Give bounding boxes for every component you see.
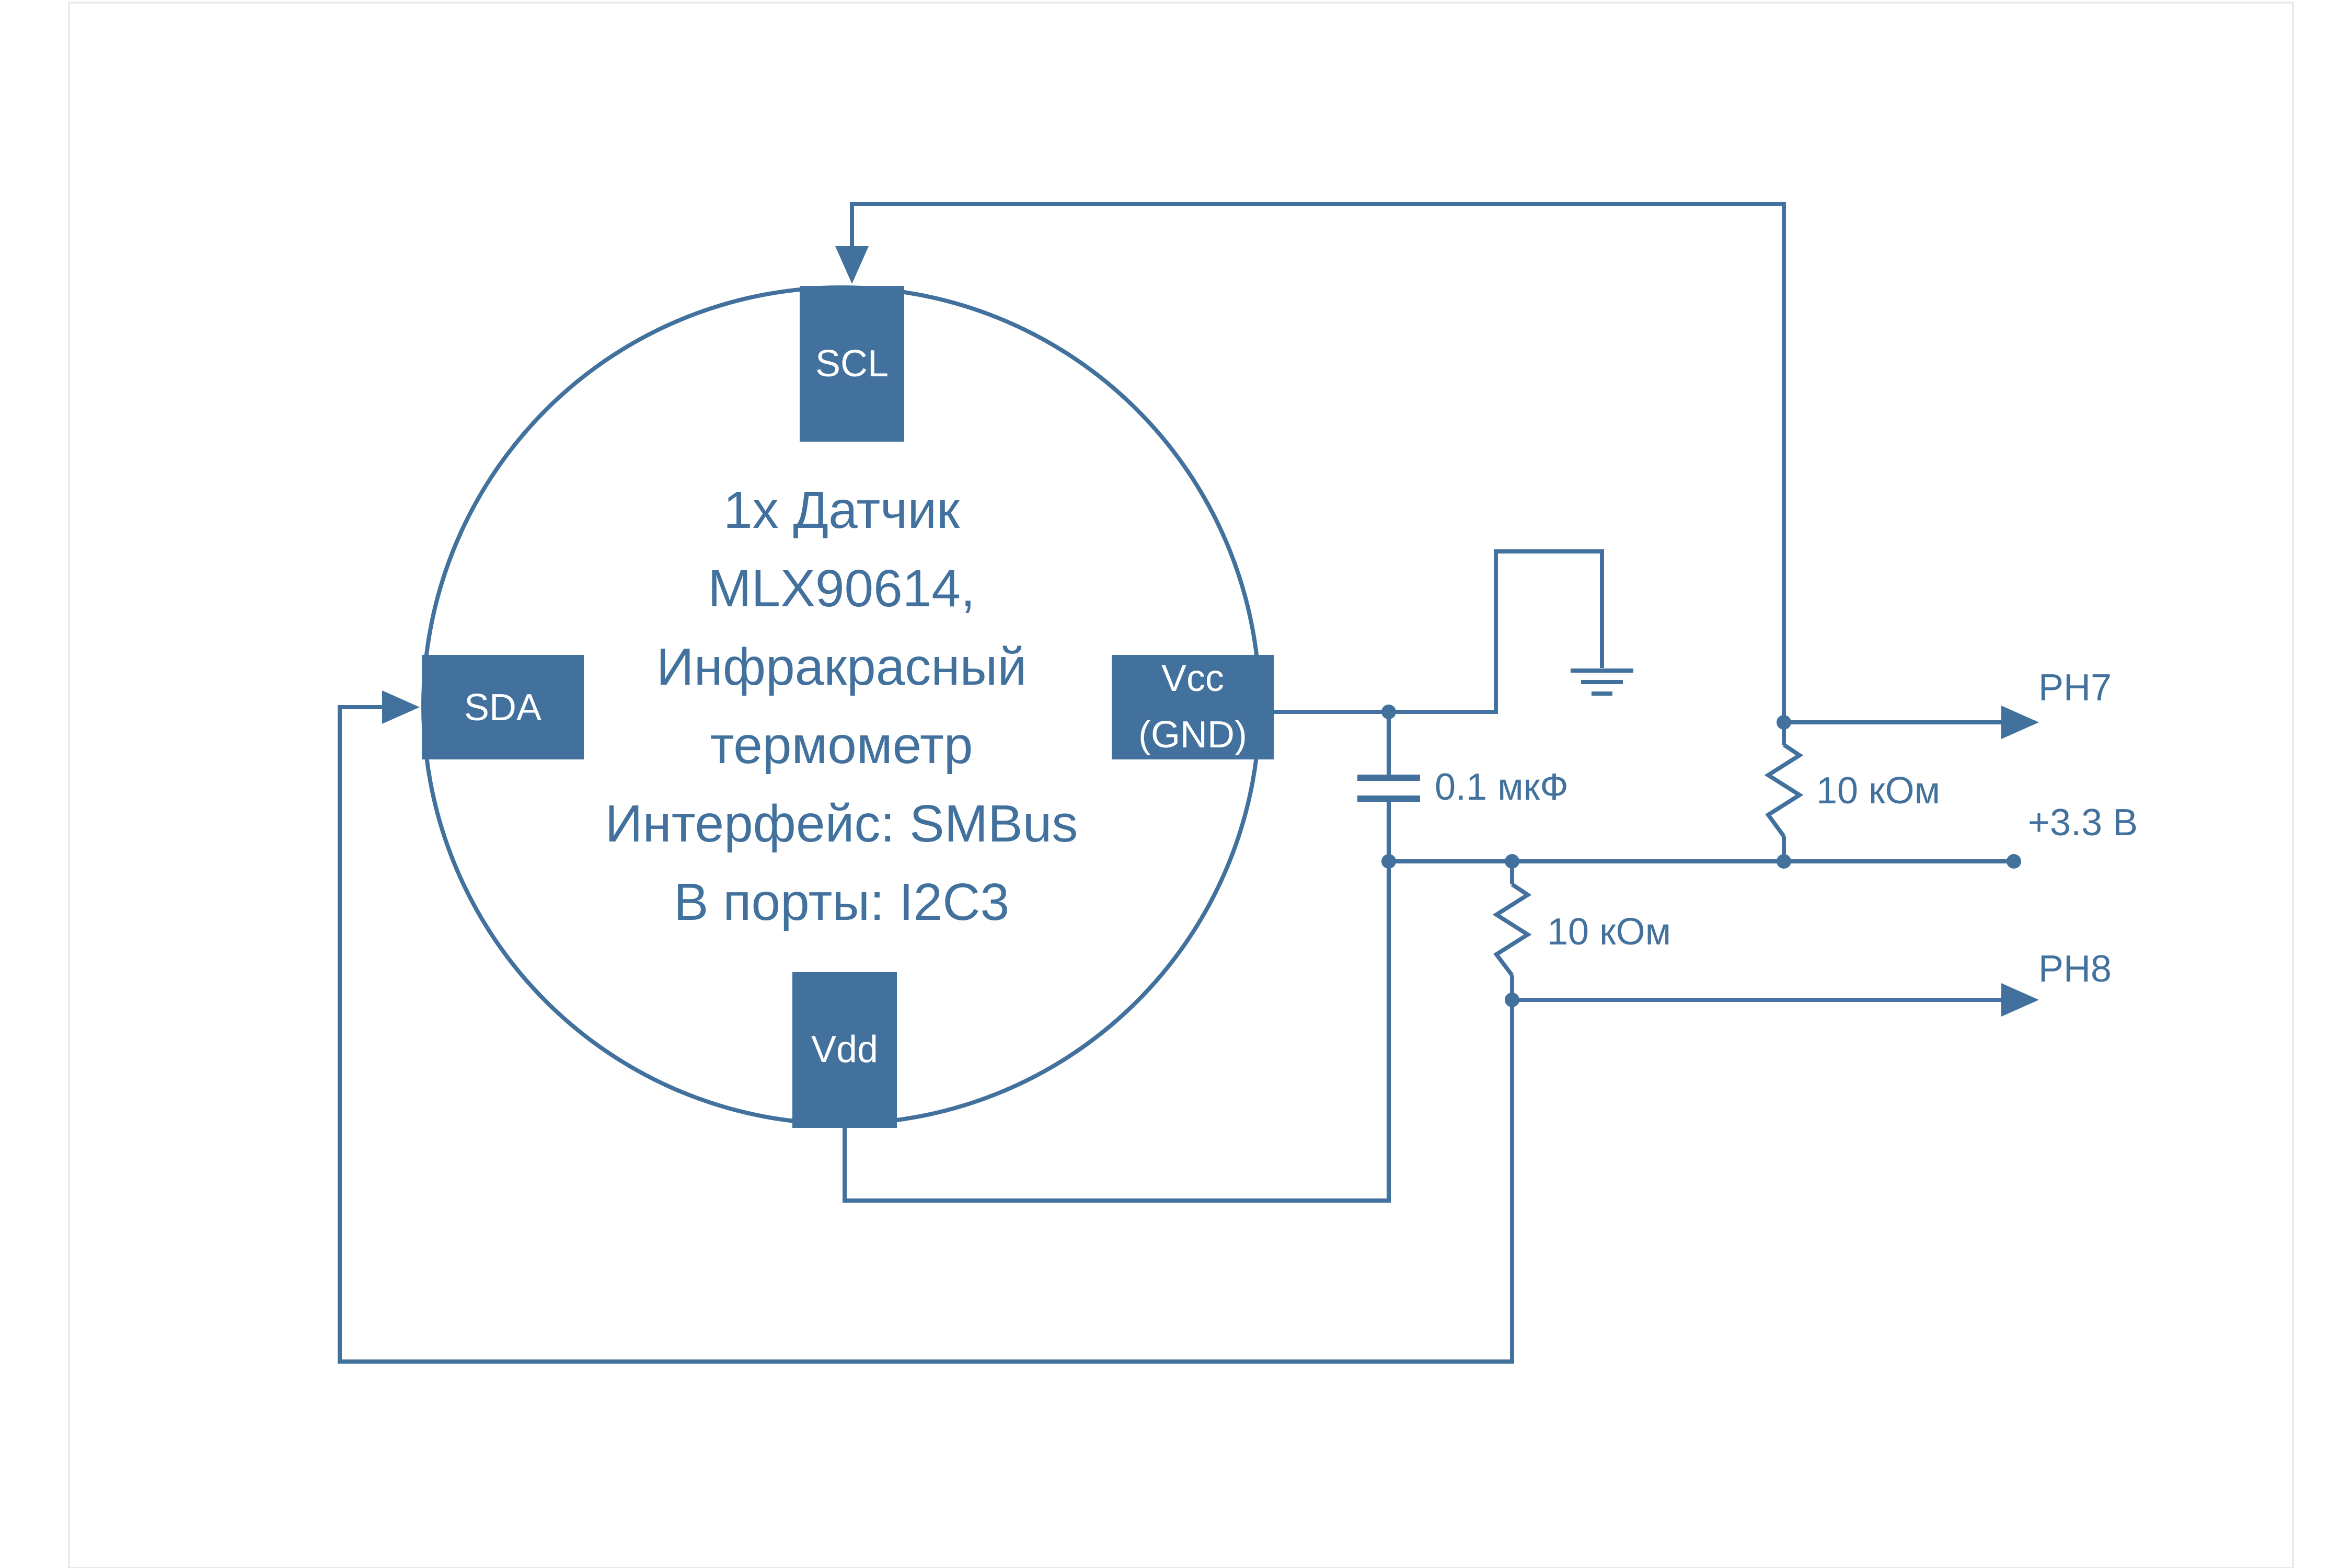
page-frame (68, 2, 2294, 1568)
junction-dot (1381, 705, 1396, 719)
sensor-description: 1x Датчик MLX90614, Инфракрасный термоме… (605, 481, 1078, 931)
pin-vdd-label: Vdd (811, 1029, 878, 1070)
pin-sda: SDA (422, 655, 584, 759)
wire-gnd (1274, 549, 1604, 714)
junction-dot (1381, 854, 1396, 869)
pin-vcc-label-2: (GND) (1138, 714, 1247, 756)
junction-dot (1777, 854, 1791, 869)
sensor-line-3: Инфракрасный (656, 638, 1027, 696)
sensor-line-4: термометр (710, 716, 973, 775)
supply-terminal-dot (2007, 854, 2021, 869)
wire-sda (338, 690, 1514, 1364)
ground-icon (1571, 668, 1633, 696)
resistor-bottom-icon (1492, 882, 1532, 977)
junction-dot (1505, 854, 1519, 869)
pin-vdd: Vdd (792, 972, 897, 1128)
sensor-line-6: В порты: I2C3 (674, 873, 1009, 931)
resistor-top-icon (1764, 743, 1804, 838)
pin-vcc-label-1: Vcc (1161, 658, 1224, 699)
capacitor-icon (1357, 775, 1420, 802)
sensor-line-5: Интерфейс: SMBus (605, 794, 1078, 853)
junction-dot (1505, 993, 1519, 1007)
pin-sda-label: SDA (464, 687, 541, 729)
port-ph8-label: PH8 (2038, 948, 2112, 990)
sensor-line-1: 1x Датчик (723, 481, 960, 539)
pin-scl-label: SCL (815, 343, 889, 385)
pin-vcc: Vcc (GND) (1112, 655, 1274, 759)
resistor-top-label: 10 кОм (1816, 770, 1940, 812)
wire-scl (835, 202, 1786, 722)
sensor-line-2: MLX90614, (708, 559, 975, 618)
wire-vdd (843, 861, 1391, 1203)
port-ph7-label: PH7 (2038, 667, 2112, 709)
port-supply-label: +3.3 В (2028, 802, 2138, 844)
pin-scl: SCL (800, 286, 904, 442)
junction-dots (1381, 705, 2021, 1007)
capacitor-label: 0.1 мкФ (1435, 766, 1569, 808)
resistor-bottom-label: 10 кОм (1547, 911, 1671, 953)
junction-dot (1777, 715, 1791, 730)
